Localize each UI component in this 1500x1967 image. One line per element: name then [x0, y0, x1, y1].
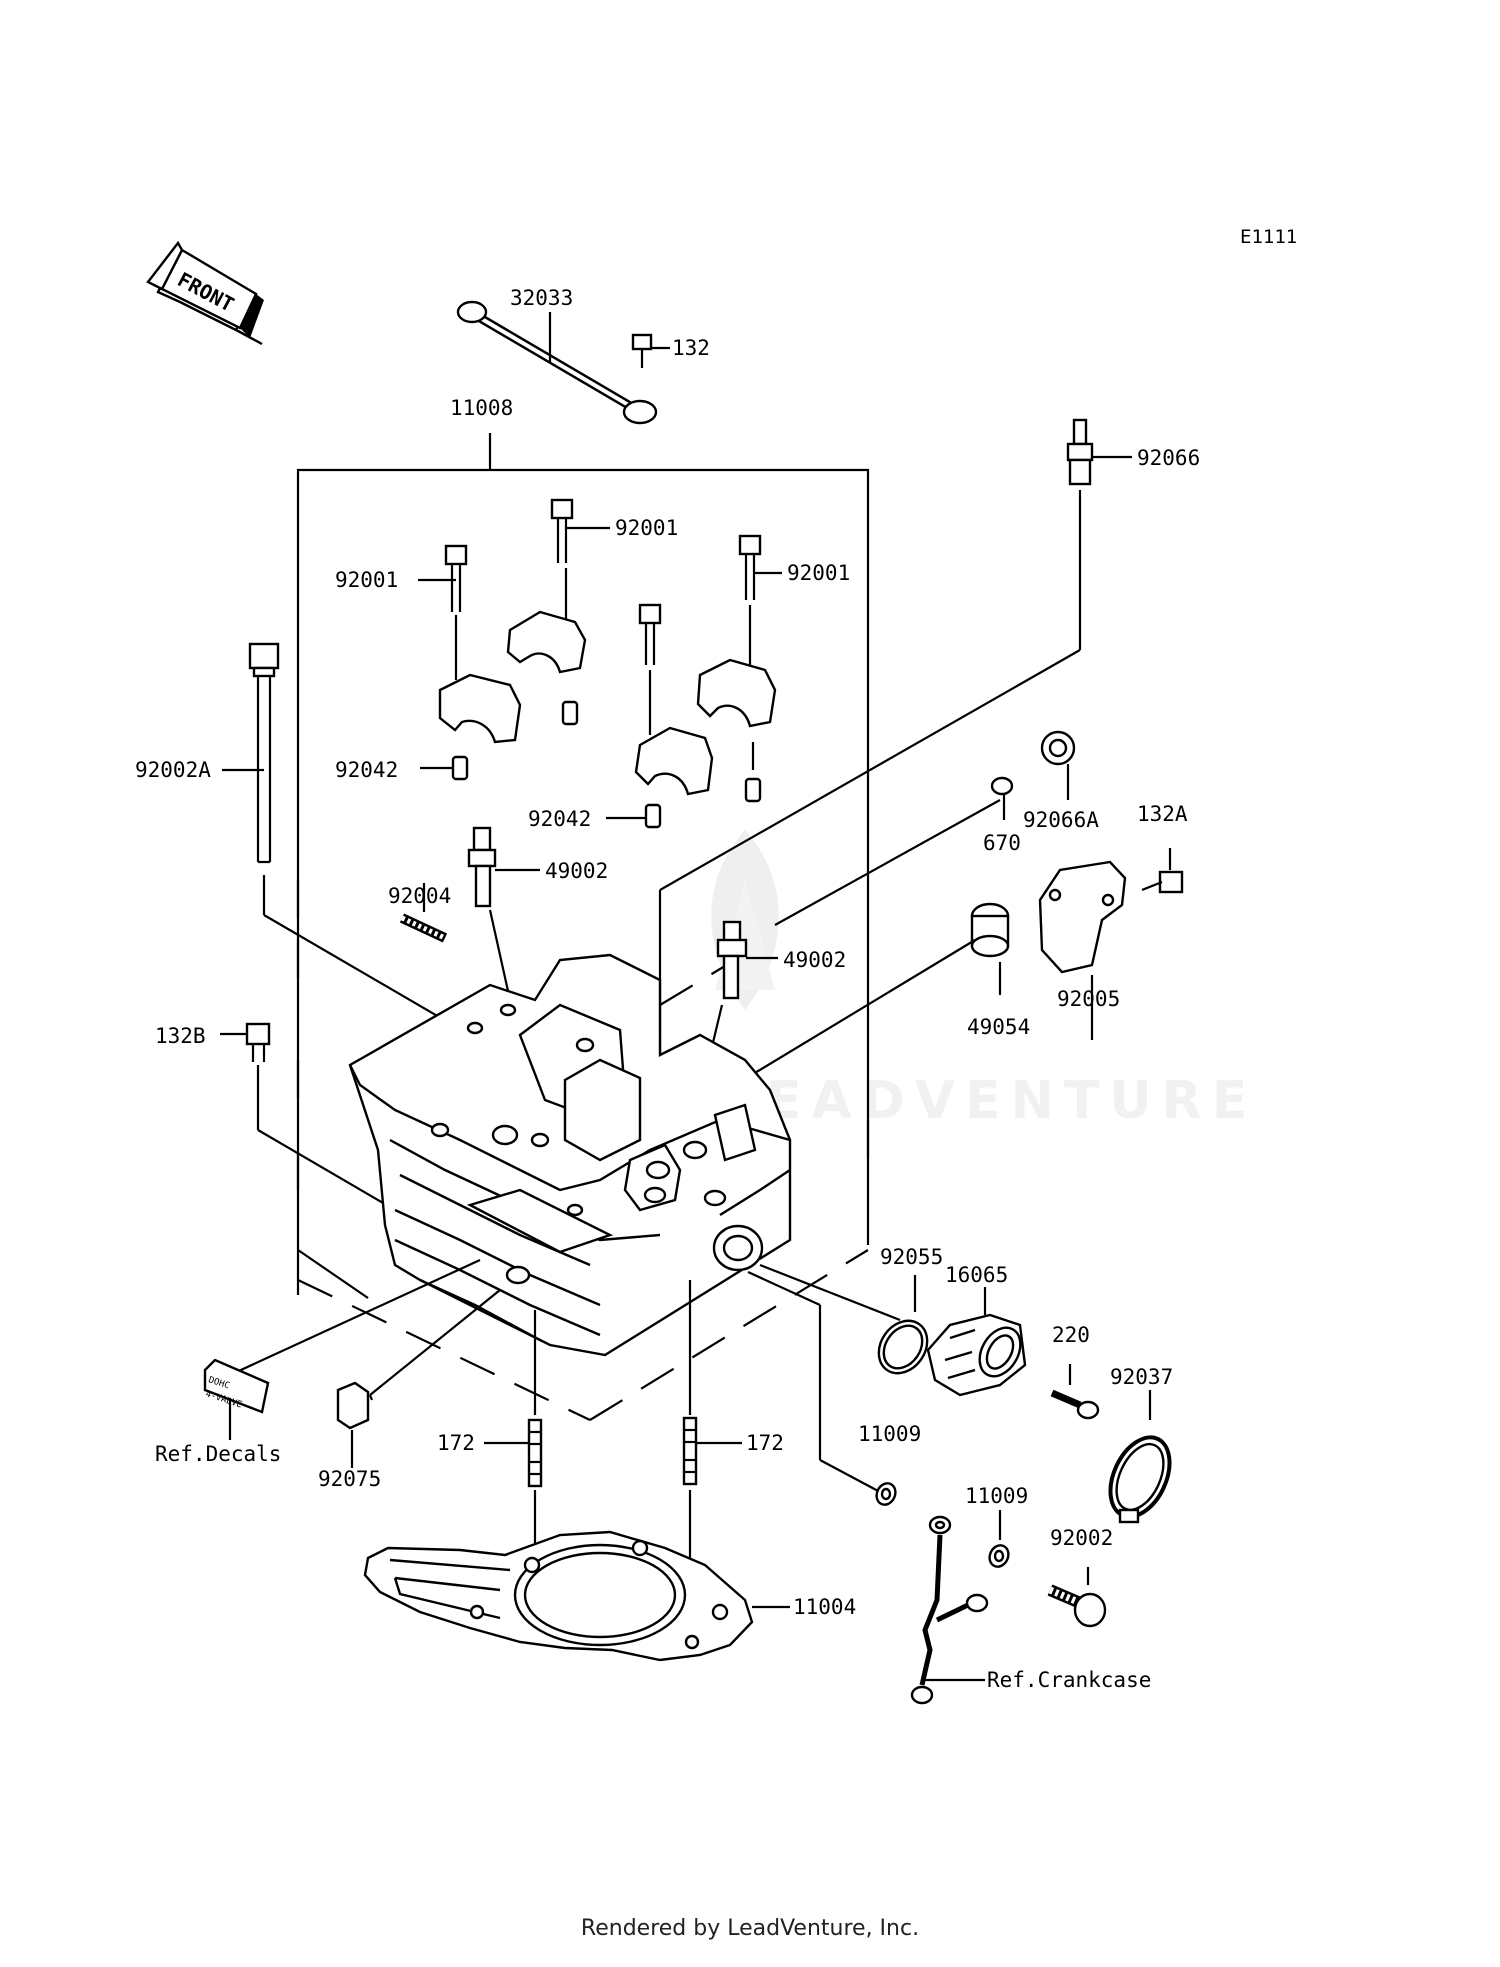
part-cam-caps	[438, 610, 777, 796]
part-92066A-plug	[1040, 730, 1076, 800]
part-132-bolt	[631, 333, 670, 368]
part-92005-cover	[1038, 848, 1184, 1040]
callout-labels: 32033 132 11008 92066 92001 92001 92001 …	[135, 286, 1200, 1692]
label-92075: 92075	[318, 1467, 381, 1491]
footer-credit: Rendered by LeadVenture, Inc.	[580, 1916, 920, 1941]
watermark-text: LEADVENTURE	[723, 1071, 1258, 1131]
front-arrow-icon: FRONT	[146, 240, 264, 346]
part-92042-dowels	[420, 700, 762, 829]
label-92001-a: 92001	[335, 568, 398, 592]
label-172-b: 172	[746, 1431, 784, 1455]
label-49054: 49054	[967, 1015, 1030, 1039]
part-decal: DOHC 4-VALVE	[203, 1358, 270, 1440]
label-172-a: 172	[437, 1431, 475, 1455]
label-16065: 16065	[945, 1263, 1008, 1287]
label-92042-b: 92042	[528, 807, 591, 831]
label-92055: 92055	[880, 1245, 943, 1269]
part-92001-bolts	[418, 498, 782, 735]
part-92037-clamp	[1108, 1390, 1172, 1524]
cylinder-head-body	[348, 953, 792, 1357]
part-92066-sensor	[658, 418, 1132, 1150]
label-92066: 92066	[1137, 446, 1200, 470]
label-11004: 11004	[793, 1595, 856, 1619]
label-92001-b: 92001	[615, 516, 678, 540]
label-11009-b: 11009	[965, 1484, 1028, 1508]
label-32033: 32033	[510, 286, 573, 310]
part-92004-stud	[399, 883, 448, 943]
part-670-oring	[774, 776, 1014, 926]
label-92004: 92004	[388, 884, 451, 908]
part-32033-link	[456, 300, 658, 425]
part-92055-oring	[877, 1275, 929, 1375]
part-16065-holder	[926, 1287, 1027, 1397]
label-132B: 132B	[155, 1024, 206, 1048]
label-92037: 92037	[1110, 1365, 1173, 1389]
label-670: 670	[983, 831, 1021, 855]
label-92001-c: 92001	[787, 561, 850, 585]
part-92002-bolt	[1047, 1567, 1107, 1628]
part-49054-plug	[734, 902, 1010, 1086]
label-92002: 92002	[1050, 1526, 1113, 1550]
label-132: 132	[672, 336, 710, 360]
part-132B-bolt	[220, 1022, 396, 1211]
part-11004-gasket	[363, 1530, 790, 1662]
label-11008: 11008	[450, 396, 513, 420]
label-ref-decals: Ref.Decals	[155, 1442, 281, 1466]
label-92042-a: 92042	[335, 758, 398, 782]
label-92066A: 92066A	[1023, 808, 1099, 832]
part-92002A-bolt	[222, 642, 471, 1036]
hidden-lines	[296, 880, 870, 1421]
label-49002-a: 49002	[545, 859, 608, 883]
part-172-studs	[484, 1416, 742, 1488]
part-92075-clip	[336, 1381, 370, 1468]
label-132A: 132A	[1137, 802, 1188, 826]
label-ref-crankcase: Ref.Crankcase	[987, 1668, 1151, 1692]
part-oil-pipe	[910, 1515, 989, 1705]
label-49002-b: 49002	[783, 948, 846, 972]
label-92002A: 92002A	[135, 758, 211, 782]
label-92005: 92005	[1057, 987, 1120, 1011]
label-220: 220	[1052, 1323, 1090, 1347]
diagram-code: E1111	[1240, 226, 1298, 248]
part-220-screw	[1050, 1364, 1100, 1420]
label-11009-a: 11009	[858, 1422, 921, 1446]
part-11009-washers	[875, 1482, 1010, 1568]
